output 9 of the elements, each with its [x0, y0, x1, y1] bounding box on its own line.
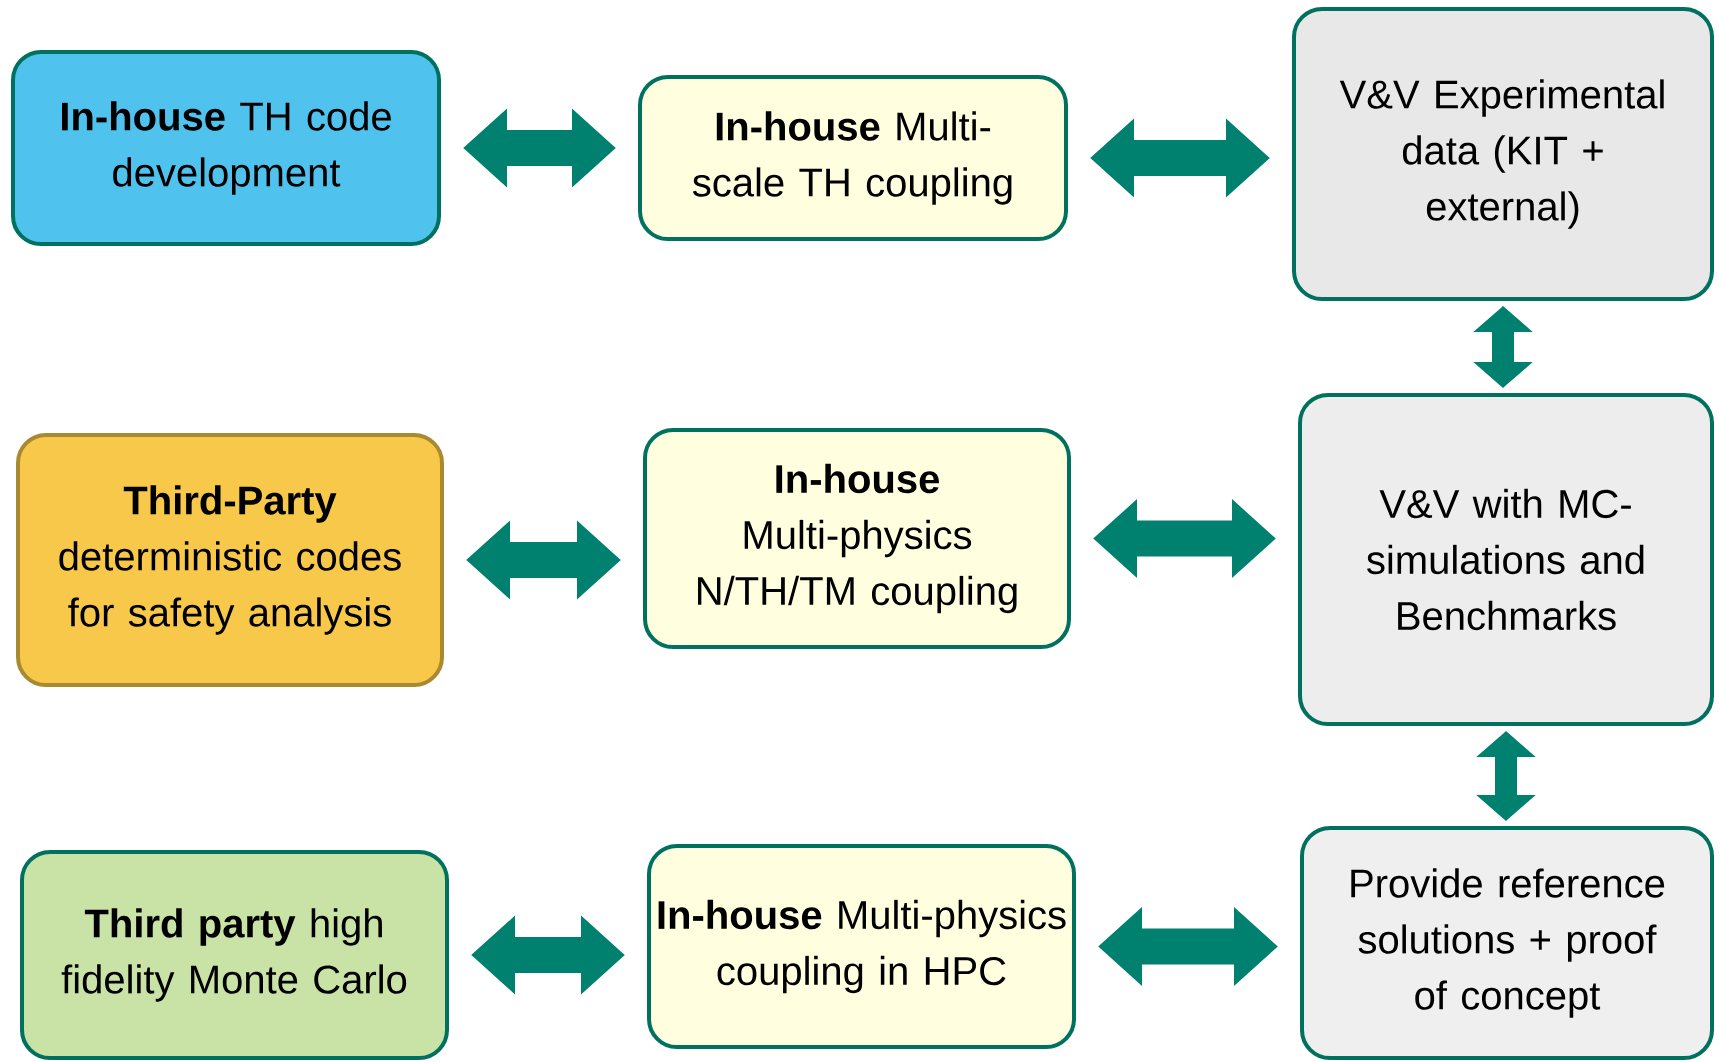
process-box: Provide reference solutions + proof of concept	[1300, 826, 1714, 1060]
process-box: In-house Multi-physics N/TH/TM coupling	[643, 428, 1071, 649]
process-box: V&V Experimental data (KIT + external)	[1292, 7, 1714, 301]
process-box: V&V with MC-simulations and Benchmarks	[1298, 393, 1714, 726]
process-box: In-house Multi-scale TH coupling	[638, 75, 1068, 241]
process-box: In-house TH code development	[11, 50, 441, 246]
process-box: In-house Multi-physics coupling in HPC	[647, 844, 1076, 1049]
process-box: Third-Party deterministic codes for safety analysis	[16, 433, 444, 687]
process-box: Third party high fidelity Monte Carlo	[20, 850, 449, 1060]
